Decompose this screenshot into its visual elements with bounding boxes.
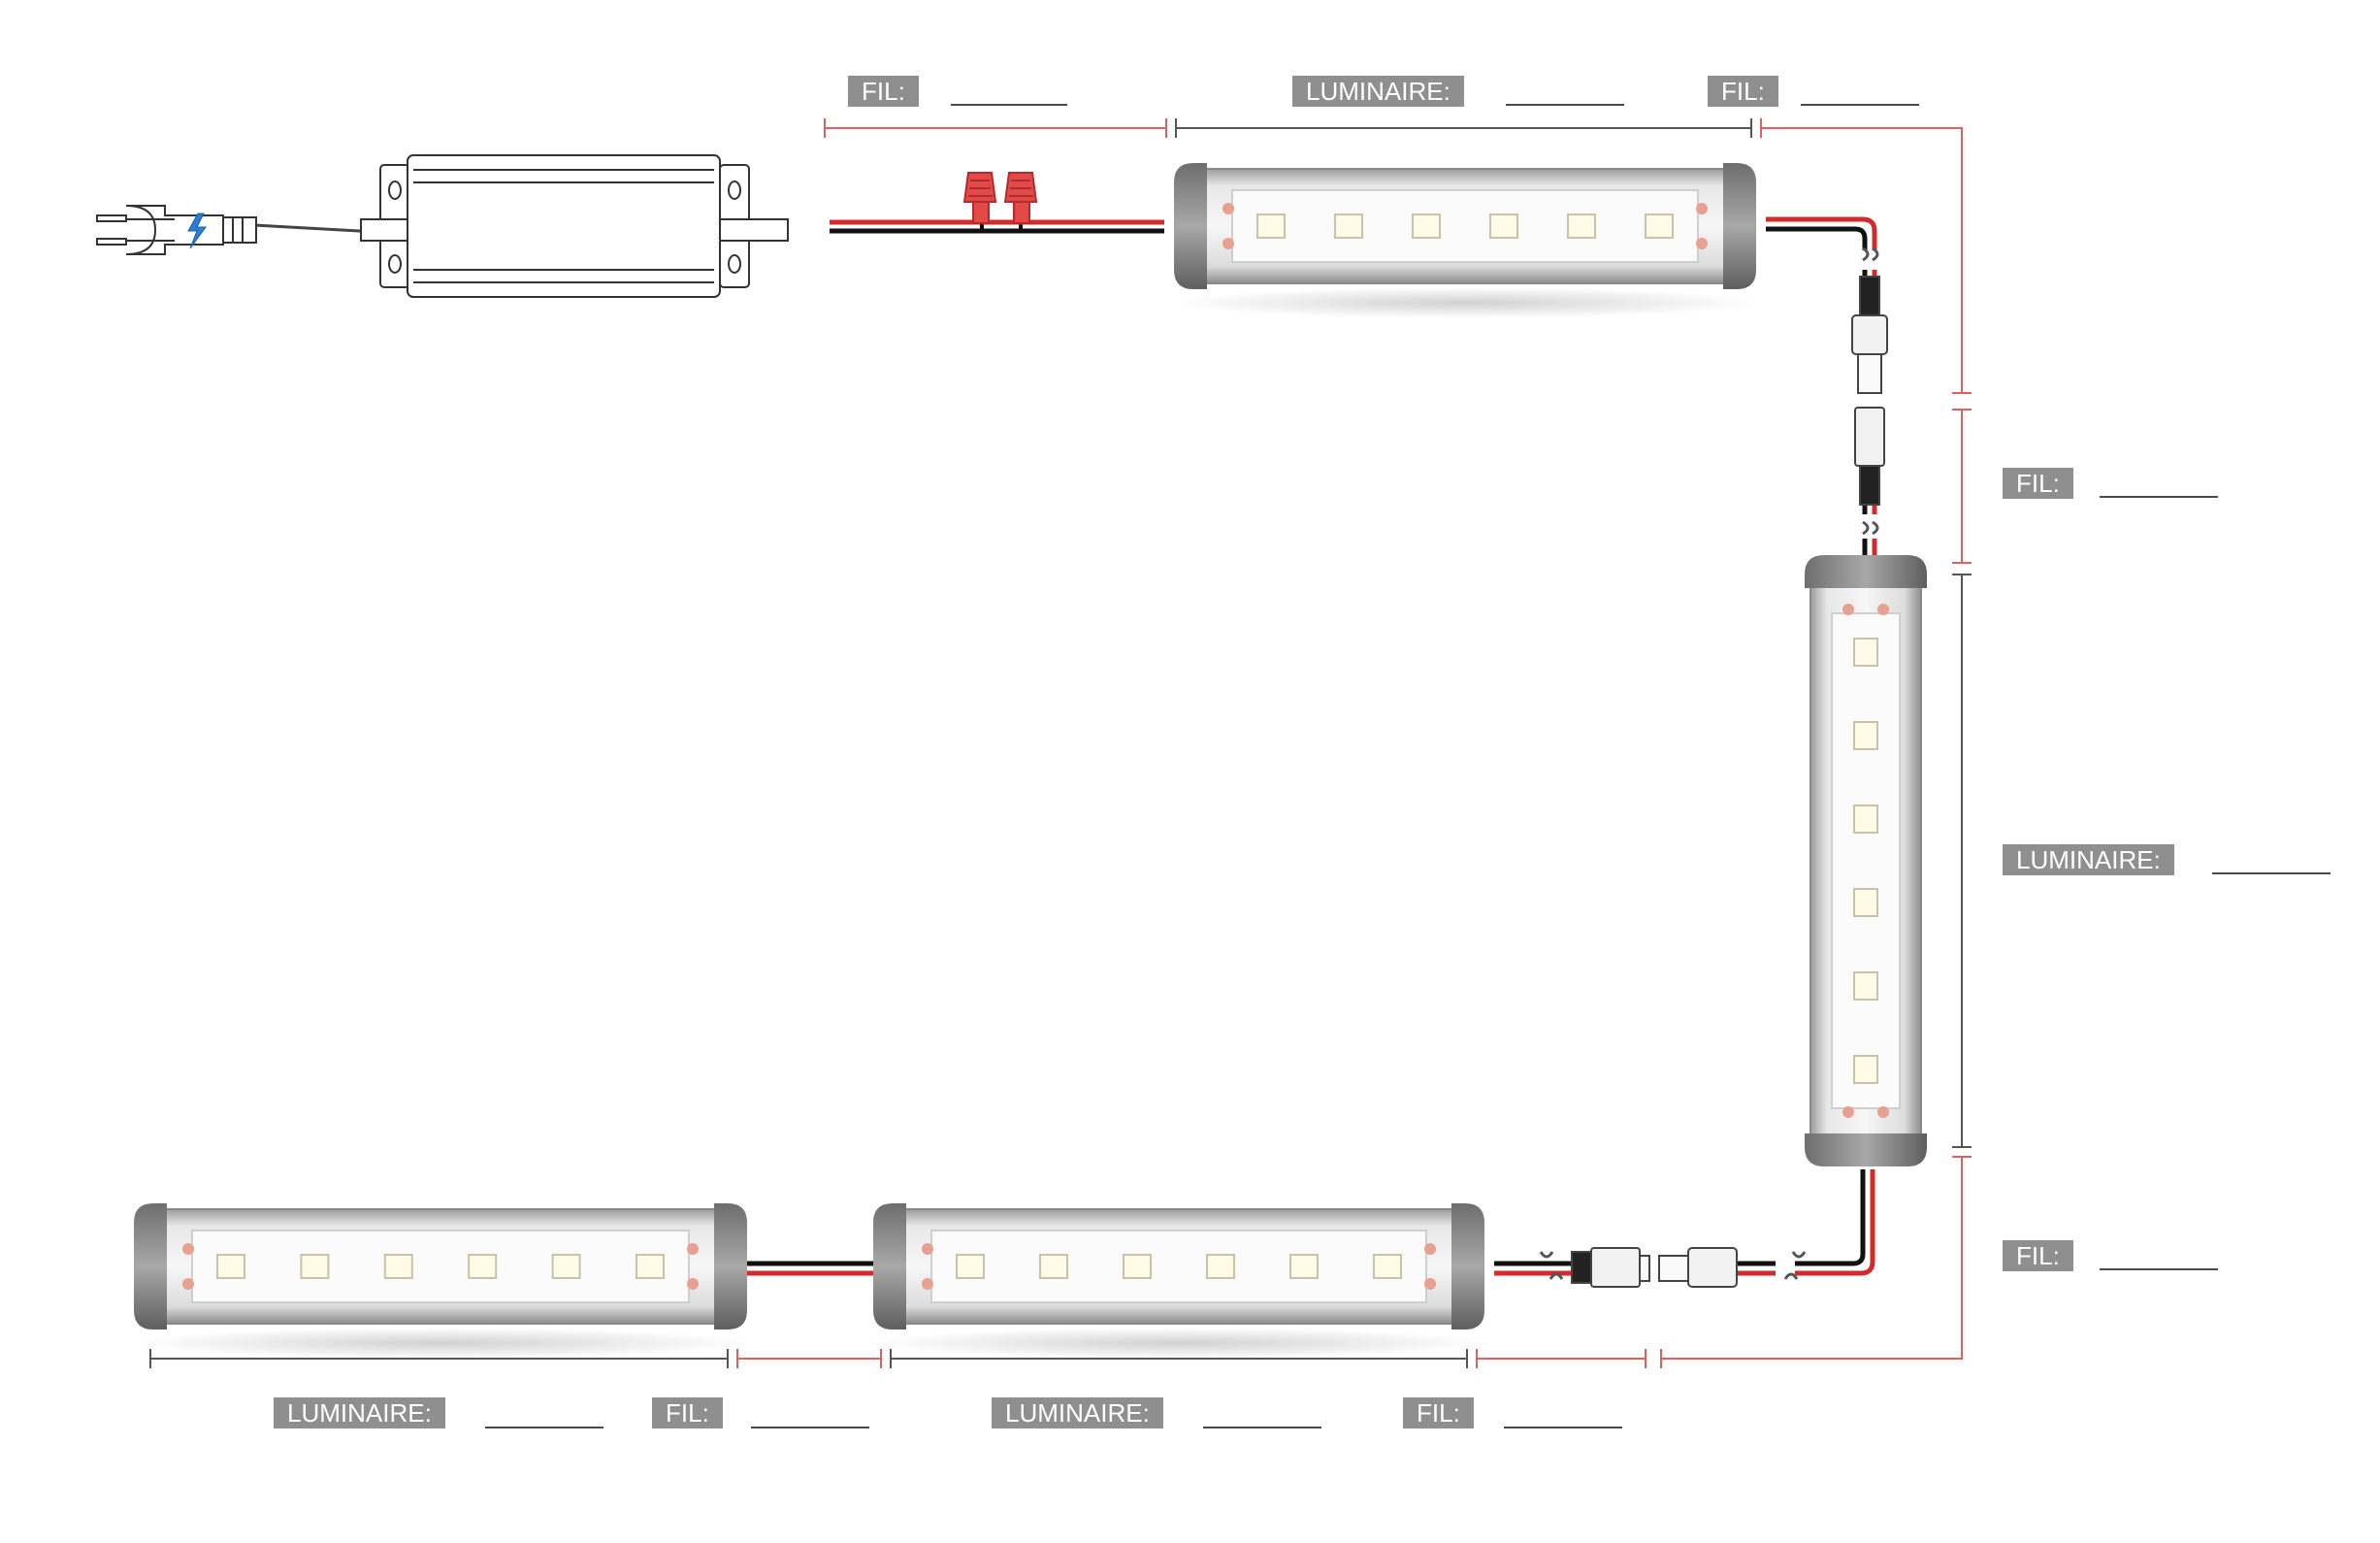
wire-blank[interactable] (951, 104, 1067, 106)
wire-nut-icon (1003, 172, 1038, 224)
power-supply (96, 154, 789, 298)
wire-label: FIL: (2003, 1240, 2073, 1271)
plug-strain-relief (222, 216, 257, 244)
led-bar-luminaire (1174, 163, 1756, 318)
led-bar-luminaire (134, 1203, 747, 1359)
led-chip (1853, 1055, 1878, 1084)
plug-icon (125, 205, 224, 255)
wire-nut-icon (962, 172, 997, 224)
led-chip (1853, 888, 1878, 917)
dim-luminaire-2 (1952, 574, 1972, 1148)
luminaire-label: LUMINAIRE: (274, 1397, 445, 1428)
wire-label: FIL: (2003, 468, 2073, 499)
dim-luminaire-1 (1175, 118, 1752, 138)
led-chip (1373, 1254, 1402, 1279)
dimension-lines (149, 118, 1972, 1368)
wire-label: FIL: (1708, 76, 1778, 107)
wire-blank[interactable] (2100, 1268, 2218, 1270)
plug-cord (253, 223, 369, 233)
wire-label: FIL: (848, 76, 919, 107)
led-chip (1853, 804, 1878, 834)
led-bar-luminaire (1805, 555, 1927, 1166)
luminaire-label: LUMINAIRE: (992, 1397, 1163, 1428)
led-chip (1256, 213, 1286, 239)
luminaire-label: LUMINAIRE: (2003, 844, 2174, 875)
wire-label: FIL: (652, 1397, 723, 1428)
dim-wire-input (824, 118, 1167, 138)
led-chip (1039, 1254, 1068, 1279)
luminaire-blank[interactable] (485, 1427, 603, 1428)
wire-blank[interactable] (2100, 496, 2218, 498)
led-chip (1206, 1254, 1235, 1279)
dim-luminaire-4 (149, 1349, 729, 1368)
dim-wire-between (736, 1349, 882, 1368)
led-chip (1567, 213, 1596, 239)
led-chip (383, 1254, 413, 1279)
luminaire-blank[interactable] (1203, 1427, 1321, 1428)
dim-luminaire-3 (890, 1349, 1468, 1368)
lightning-icon (187, 213, 207, 249)
wires (747, 216, 1879, 1280)
luminaires (134, 163, 1927, 1359)
dim-wire-right-connector (1952, 409, 1972, 564)
led-chip (216, 1254, 245, 1279)
led-chip (1853, 721, 1878, 750)
luminaire-blank[interactable] (2212, 872, 2331, 874)
led-chip (956, 1254, 985, 1279)
led-chip (1412, 213, 1441, 239)
dim-wire-bottom-connector (1476, 1349, 1646, 1368)
dim-wire-corner-top (1760, 118, 1972, 394)
dc-connector-horizontal (1571, 1247, 1738, 1288)
luminaire-blank[interactable] (1506, 104, 1624, 106)
wire-blank[interactable] (751, 1427, 869, 1428)
led-chip (468, 1254, 498, 1279)
led-chip (1123, 1254, 1152, 1279)
led-chip (300, 1254, 330, 1279)
led-chip (1489, 213, 1518, 239)
dc-connector-vertical (1851, 276, 1888, 506)
dim-wire-corner-bottom (1660, 1156, 1972, 1368)
driver-body (407, 154, 721, 298)
led-chip (1645, 213, 1674, 239)
led-chip (636, 1254, 665, 1279)
wire-blank[interactable] (1801, 104, 1919, 106)
led-bar-luminaire (873, 1203, 1484, 1359)
wire-blank[interactable] (1504, 1427, 1622, 1428)
wire-label: FIL: (1403, 1397, 1474, 1428)
led-chip (1853, 971, 1878, 1001)
luminaire-label: LUMINAIRE: (1292, 76, 1464, 107)
led-chip (1334, 213, 1363, 239)
led-chip (551, 1254, 581, 1279)
led-chip (1853, 638, 1878, 667)
led-chip (1289, 1254, 1319, 1279)
